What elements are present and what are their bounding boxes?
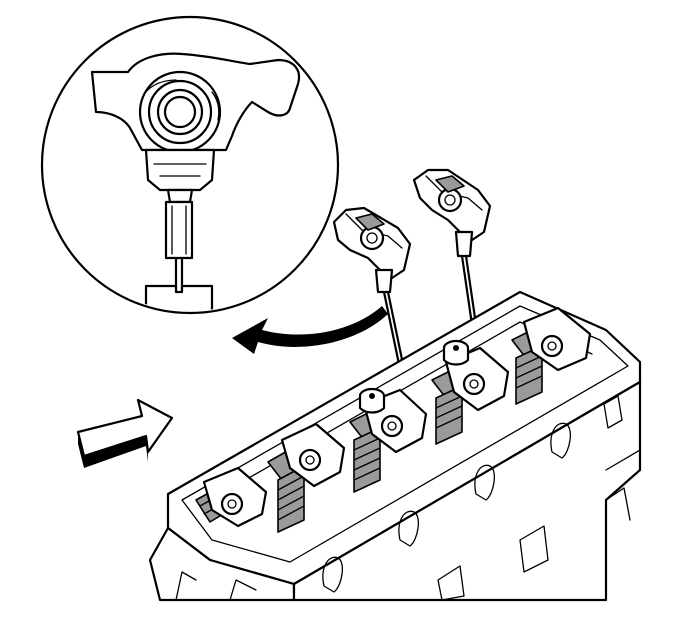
detail-inset [40, 15, 340, 315]
rocker-arm-pivot-bolt [369, 345, 459, 399]
rocker-arm [332, 206, 412, 294]
callout-arrow [232, 306, 388, 354]
rocker-arm [202, 306, 592, 528]
valve-spring [195, 325, 555, 533]
view-direction-arrow [76, 398, 174, 468]
rocker-arm [412, 168, 492, 258]
